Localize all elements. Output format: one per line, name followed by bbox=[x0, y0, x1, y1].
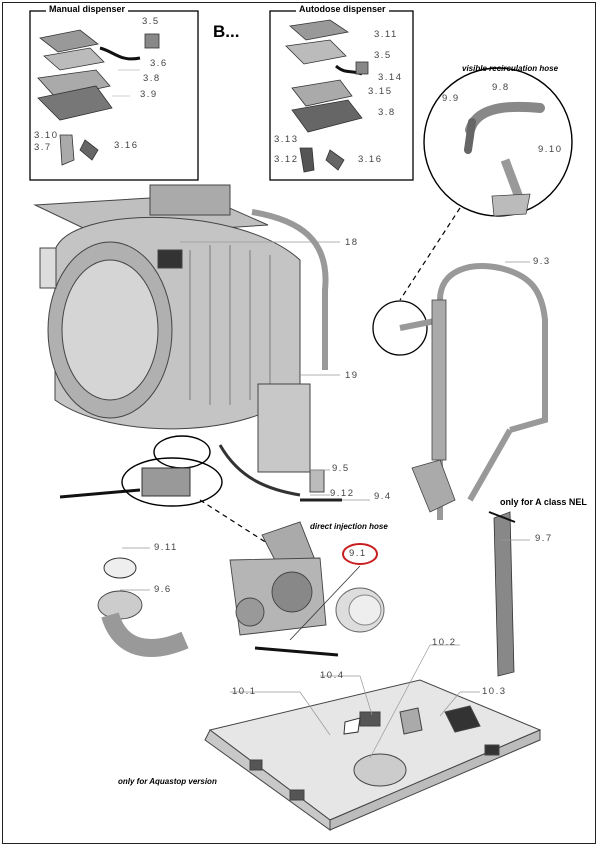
part-label: 9.10 bbox=[538, 144, 563, 155]
part-label: 9.6 bbox=[154, 584, 172, 595]
part-label: 3.12 bbox=[274, 154, 299, 165]
part-label: 3.9 bbox=[140, 89, 158, 100]
aquastop-note: only for Aquastop version bbox=[118, 777, 217, 786]
control-board bbox=[257, 383, 311, 473]
autodose-dispenser-title: Autodose dispenser bbox=[296, 4, 389, 14]
part-label: 3.11 bbox=[374, 29, 398, 40]
clip-ring bbox=[103, 557, 137, 579]
recirculation-detail-circle bbox=[372, 300, 428, 356]
part-label: 3.5 bbox=[374, 50, 392, 61]
part-label: 9.11 bbox=[154, 542, 178, 553]
part-label: 9.4 bbox=[374, 491, 392, 502]
section-letter: B... bbox=[213, 22, 240, 41]
part-label: 18 bbox=[345, 237, 359, 248]
highlight-ellipse-lower bbox=[121, 457, 223, 507]
part-label: 10.4 bbox=[320, 670, 345, 681]
part-label: 3.8 bbox=[378, 107, 396, 118]
part-label: 3.15 bbox=[368, 86, 393, 97]
manual-dispenser-parts bbox=[37, 29, 160, 166]
part-label: 9.5 bbox=[332, 463, 350, 474]
part-label: 10.3 bbox=[482, 686, 507, 697]
a-class-note: only for A class NEL bbox=[500, 497, 587, 507]
part-label: 19 bbox=[345, 370, 359, 381]
part-label: 3.13 bbox=[274, 134, 299, 145]
autodose-dispenser-parts bbox=[285, 19, 369, 173]
part-label: 3.16 bbox=[358, 154, 383, 165]
drain-hose bbox=[97, 590, 189, 657]
part-label: 3.10 bbox=[34, 130, 59, 141]
recirculation-hose-parts bbox=[464, 101, 545, 217]
part-label: 9.1 bbox=[349, 548, 367, 559]
part-label: 3.14 bbox=[378, 72, 403, 83]
part-label: 9.7 bbox=[535, 533, 553, 544]
direct-injection-note: direct injection hose bbox=[310, 522, 388, 531]
part-label: 9.9 bbox=[442, 93, 460, 104]
pressure-bar bbox=[493, 511, 515, 677]
part-label: 9.12 bbox=[330, 488, 355, 499]
part-label: 10.2 bbox=[432, 637, 457, 648]
base-plate bbox=[204, 679, 542, 831]
part-label: 3.5 bbox=[142, 16, 160, 27]
part-label: 9.8 bbox=[492, 82, 510, 93]
recirculation-title: visible recirculation hose bbox=[462, 64, 559, 73]
pump-assembly bbox=[229, 521, 339, 657]
tub-assembly bbox=[33, 184, 301, 430]
part-label: 3.6 bbox=[150, 58, 168, 69]
part-label: 9.3 bbox=[533, 256, 551, 267]
manual-dispenser-title: Manual dispenser bbox=[46, 4, 129, 14]
part-label: 3.16 bbox=[114, 140, 139, 151]
highlight-9-1 bbox=[342, 543, 378, 565]
part-label: 3.8 bbox=[143, 73, 161, 84]
part-label: 3.7 bbox=[34, 142, 52, 153]
part-label: 10.1 bbox=[232, 686, 257, 697]
